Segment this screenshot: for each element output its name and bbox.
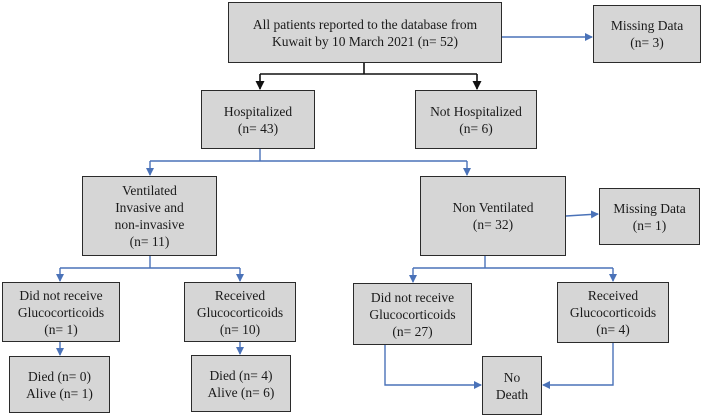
box-vent-gc-outcome: Died (n= 4) Alive (n= 6) bbox=[191, 355, 291, 412]
connector-ventilated-split bbox=[60, 256, 240, 269]
box-missing-data-mid: Missing Data (n= 1) bbox=[599, 188, 700, 245]
box-nonvent-glucocorticoids: Received Glucocorticoids (n= 4) bbox=[557, 282, 669, 343]
box-non-ventilated: Non Ventilated (n= 32) bbox=[420, 176, 566, 256]
box-no-death: No Death bbox=[482, 356, 542, 415]
arrow-nonvent-to-missing-mid bbox=[565, 210, 599, 219]
connector-hospitalized-split bbox=[150, 149, 467, 162]
box-ventilated: Ventilated Invasive and non-invasive (n=… bbox=[82, 176, 217, 256]
box-hospitalized: Hospitalized (n= 43) bbox=[201, 90, 315, 149]
connector-root-split bbox=[260, 63, 477, 75]
box-vent-no-gc-outcome: Died (n= 0) Alive (n= 1) bbox=[9, 356, 110, 413]
box-missing-data-top: Missing Data (n= 3) bbox=[593, 5, 701, 63]
arrow-nonvent-no-gc-to-no-death bbox=[384, 345, 482, 389]
arrow-nonvent-gc-to-no-death bbox=[542, 343, 614, 389]
box-nonvent-no-glucocorticoids: Did not receive Glucocorticoids (n= 27) bbox=[353, 283, 472, 345]
box-not-hospitalized: Not Hospitalized (n= 6) bbox=[415, 90, 537, 149]
box-vent-no-glucocorticoids: Did not receive Glucocorticoids (n= 1) bbox=[2, 282, 120, 342]
box-root: All patients reported to the database fr… bbox=[228, 2, 502, 63]
box-vent-glucocorticoids: Received Glucocorticoids (n= 10) bbox=[184, 282, 296, 342]
connector-nonvent-split bbox=[413, 256, 613, 269]
